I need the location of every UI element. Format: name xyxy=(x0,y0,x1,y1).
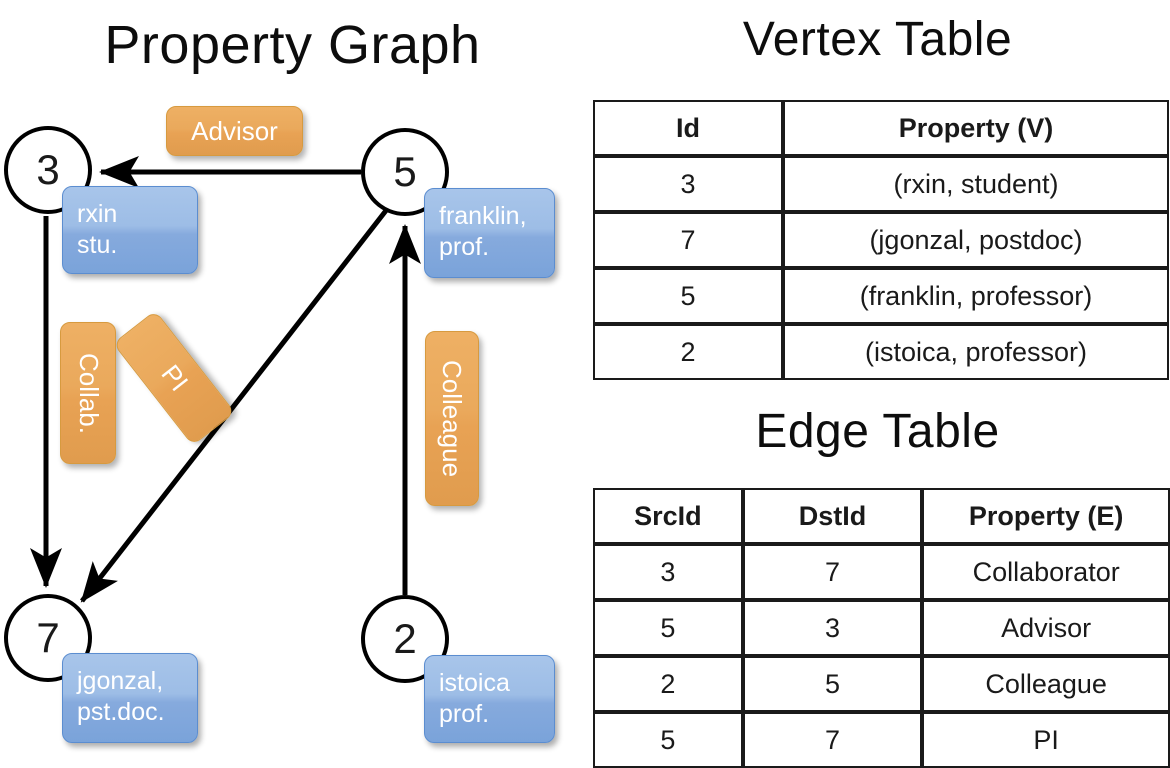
cell-property: (rxin, student) xyxy=(783,156,1169,212)
property-graph-diagram: 3 5 7 2 rxin stu. franklin, prof. jgonza… xyxy=(0,0,585,760)
node-property-line: pst.doc. xyxy=(77,697,165,726)
edge-label-text: PI xyxy=(155,358,194,397)
node-property-line: stu. xyxy=(77,230,118,259)
edge-label-text: Collab. xyxy=(73,352,104,434)
node-property-line: franklin, xyxy=(439,202,527,230)
column-header-id: Id xyxy=(593,100,783,156)
node-property-box-3[interactable]: rxin stu. xyxy=(62,186,198,274)
table-row[interactable]: 7 (jgonzal, postdoc) xyxy=(593,212,1169,268)
cell-property: Collaborator xyxy=(922,544,1170,600)
node-property-line: jgonzal, xyxy=(77,667,164,695)
column-header-srcid: SrcId xyxy=(593,488,743,544)
graph-node-5[interactable]: 5 xyxy=(361,128,449,216)
column-header-property-e: Property (E) xyxy=(922,488,1170,544)
cell-dstid: 3 xyxy=(742,600,923,656)
table-row[interactable]: 2 (istoica, professor) xyxy=(593,324,1169,380)
cell-property: (franklin, professor) xyxy=(783,268,1169,324)
edge-table: SrcId DstId Property (E) 3 7 Collaborato… xyxy=(593,488,1170,768)
page-title-property-graph: Property Graph xyxy=(104,15,481,75)
edge-label-collab[interactable]: Collab. xyxy=(60,322,116,464)
node-property-box-2[interactable]: istoica prof. xyxy=(424,655,555,743)
table-header-row: SrcId DstId Property (E) xyxy=(593,488,1170,544)
cell-dstid: 5 xyxy=(742,656,923,712)
cell-property: (istoica, professor) xyxy=(783,324,1169,380)
cell-property: Advisor xyxy=(922,600,1170,656)
node-property-line: prof. xyxy=(439,232,490,261)
edge-line-5-to-7 xyxy=(80,206,390,603)
cell-id: 2 xyxy=(593,324,783,380)
node-property-box-5[interactable]: franklin, prof. xyxy=(424,188,555,278)
node-property-line: rxin xyxy=(77,200,118,228)
cell-srcid: 2 xyxy=(593,656,743,712)
cell-srcid: 3 xyxy=(593,544,743,600)
cell-id: 5 xyxy=(593,268,783,324)
cell-srcid: 5 xyxy=(593,600,743,656)
cell-property: (jgonzal, postdoc) xyxy=(783,212,1169,268)
table-header-row: Id Property (V) xyxy=(593,100,1169,156)
graph-node-label: 3 xyxy=(36,146,60,193)
graph-node-label: 5 xyxy=(393,148,417,195)
node-property-box-7[interactable]: jgonzal, pst.doc. xyxy=(62,653,198,743)
graph-node-label: 2 xyxy=(393,615,417,662)
table-row[interactable]: 3 7 Collaborator xyxy=(593,544,1170,600)
table-row[interactable]: 3 (rxin, student) xyxy=(593,156,1169,212)
table-row[interactable]: 5 3 Advisor xyxy=(593,600,1170,656)
edge-label-colleague[interactable]: Colleague xyxy=(425,331,479,506)
page-title-edge-table: Edge Table xyxy=(755,405,1000,458)
cell-property: Colleague xyxy=(922,656,1170,712)
table-row[interactable]: 5 (franklin, professor) xyxy=(593,268,1169,324)
edge-label-text: Colleague xyxy=(437,359,468,478)
edge-label-advisor[interactable]: Advisor xyxy=(166,106,303,156)
edge-label-text: Advisor xyxy=(191,115,278,146)
graph-node-2[interactable]: 2 xyxy=(361,595,449,683)
cell-id: 7 xyxy=(593,212,783,268)
graph-edge-lines xyxy=(30,156,421,603)
cell-id: 3 xyxy=(593,156,783,212)
cell-dstid: 7 xyxy=(742,544,923,600)
vertex-table: Id Property (V) 3 (rxin, student) 7 (jgo… xyxy=(593,100,1169,380)
page-title-vertex-table: Vertex Table xyxy=(742,13,1013,66)
table-row[interactable]: 2 5 Colleague xyxy=(593,656,1170,712)
node-property-line: prof. xyxy=(439,699,490,728)
column-header-dstid: DstId xyxy=(742,488,923,544)
column-header-property-v: Property (V) xyxy=(783,100,1169,156)
node-property-line: istoica xyxy=(439,669,510,697)
graph-node-label: 7 xyxy=(36,614,60,661)
